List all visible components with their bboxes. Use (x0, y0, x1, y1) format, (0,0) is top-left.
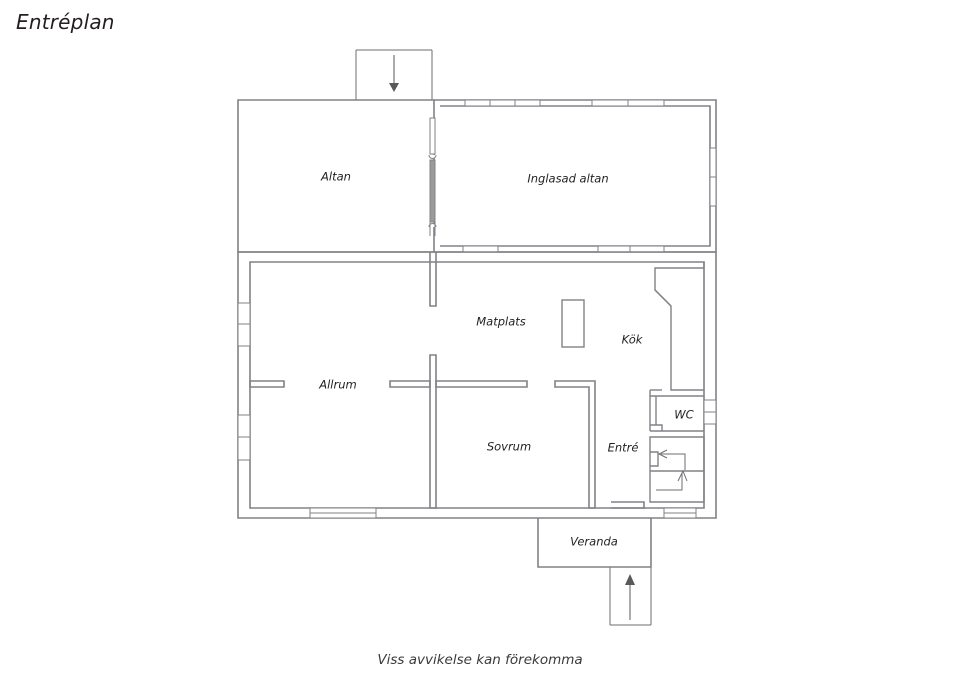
room-label-kok: Kök (622, 333, 644, 347)
room-label-inglasad-altan: Inglasad altan (527, 172, 608, 186)
disclaimer-text: Viss avvikelse kan förekomma (377, 652, 583, 668)
inglasad-altan-window-top-right (591, 99, 665, 107)
allrum-window-left-upper (237, 302, 251, 347)
allrum-window-bottom (309, 507, 377, 519)
inglasad-altan-window-bottom-right (597, 245, 665, 253)
closet-door-upper-arrow (657, 449, 686, 470)
wc-walls (649, 389, 704, 432)
inglasad-altan-window-top-left (464, 99, 541, 107)
kitchen-counter (654, 262, 705, 391)
sliding-door-altan (428, 117, 437, 236)
room-label-wc: WC (674, 408, 693, 422)
wall-allrum-door-jamb (249, 380, 285, 388)
closet-walls (649, 436, 705, 503)
north-entrance-marker (355, 49, 433, 100)
wall-allrum-sovrum-vertical (429, 354, 437, 509)
room-label-entre: Entré (608, 441, 639, 455)
room-label-altan: Altan (320, 170, 351, 184)
closet-door-lower-arrow (656, 469, 688, 491)
south-entrance-marker (609, 567, 652, 626)
wall-allrum-horizontal-left (389, 380, 431, 388)
wall-sovrum-entre-tee (554, 380, 596, 509)
page-title: Entréplan (16, 10, 115, 34)
inglasad-altan-window-bottom-left (462, 245, 499, 253)
inglasad-altan-window-right (709, 147, 717, 207)
wall-sovrum-horizontal (435, 380, 528, 388)
room-label-sovrum: Sovrum (487, 440, 531, 454)
wc-window-right (703, 399, 717, 425)
house-outer-walls (237, 251, 717, 519)
room-label-allrum: Allrum (318, 378, 356, 392)
dining-table (561, 299, 585, 348)
room-label-veranda: Veranda (570, 535, 618, 549)
wall-entre-bottom-jamb (611, 501, 645, 509)
allrum-window-left-lower (237, 414, 251, 461)
room-label-matplats: Matplats (476, 315, 526, 329)
veranda-outline (537, 518, 652, 568)
wall-matplats-stub (429, 252, 437, 307)
entre-window-bottom (663, 507, 697, 519)
